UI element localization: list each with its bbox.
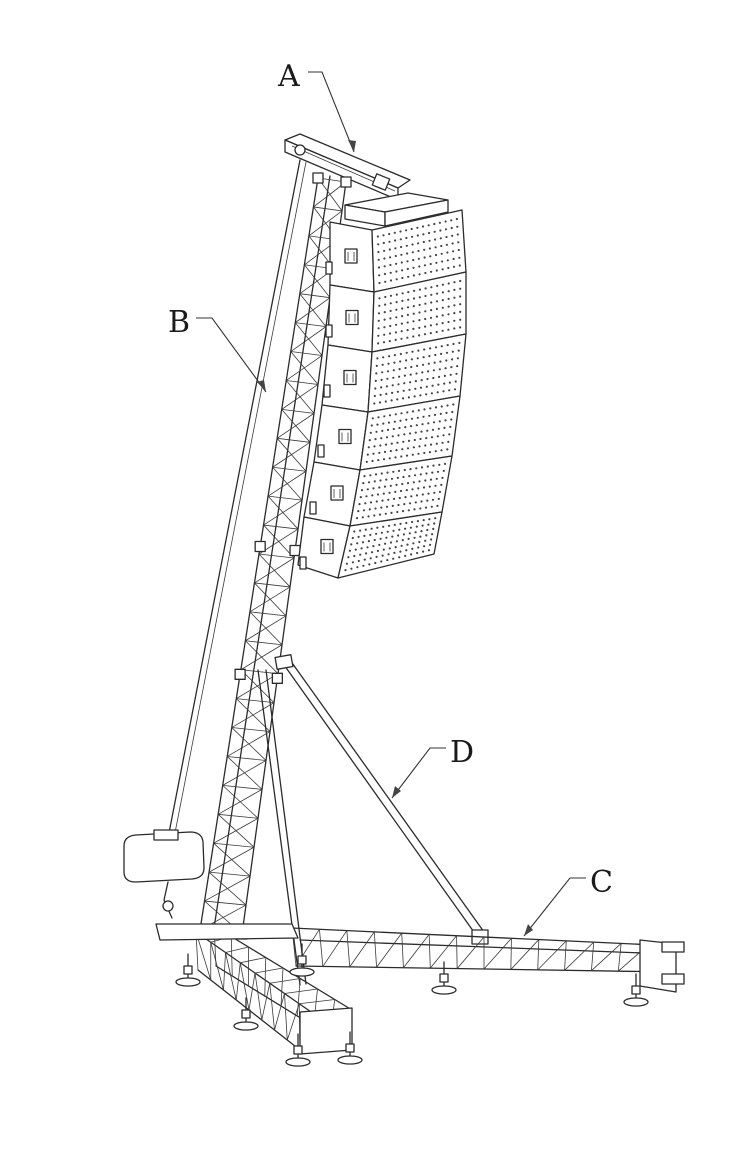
top-header-beam bbox=[284, 133, 411, 201]
base-forward-truss bbox=[155, 923, 353, 1055]
vertical-truss-tower bbox=[194, 172, 352, 940]
callout-a: A bbox=[277, 59, 356, 153]
callout-b: B bbox=[168, 305, 267, 393]
diagonal-support-strut bbox=[274, 654, 489, 945]
callout-label-a: A bbox=[277, 59, 300, 94]
suspension-cable bbox=[167, 159, 301, 839]
line-array-speakers bbox=[297, 192, 467, 579]
callout-d: D bbox=[391, 735, 474, 799]
callout-label-c: C bbox=[590, 865, 613, 900]
callout-label-b: B bbox=[168, 305, 190, 340]
counterweight bbox=[123, 829, 205, 919]
callout-label-d: D bbox=[450, 735, 474, 770]
base-horizontal-truss bbox=[291, 927, 685, 993]
base-feet bbox=[175, 943, 649, 1067]
callout-c: C bbox=[523, 865, 613, 937]
